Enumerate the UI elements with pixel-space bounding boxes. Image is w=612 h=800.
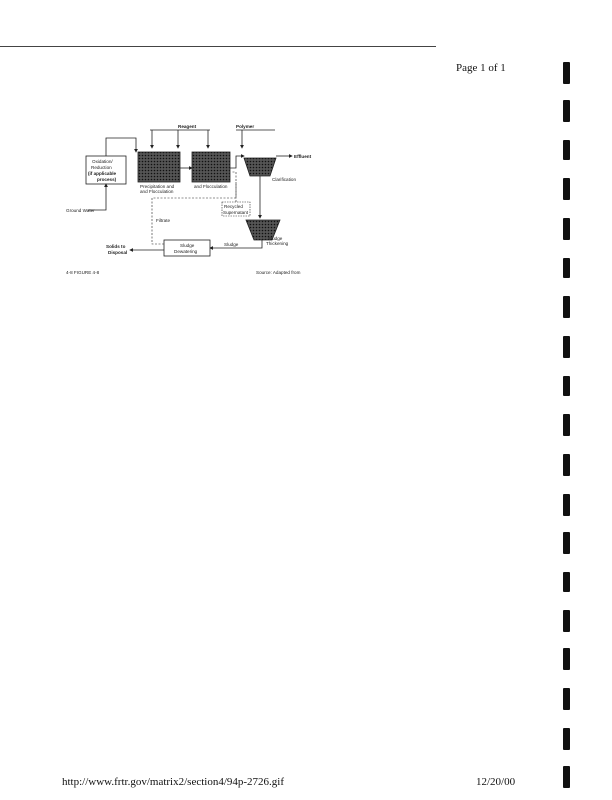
edge-mark (563, 766, 570, 788)
solids-disposal-label: Solids to (106, 244, 126, 249)
flocculation-tank (191, 151, 231, 183)
oxidation-out-line (105, 137, 138, 156)
scanner-edge-marks (560, 0, 580, 800)
edge-mark (563, 62, 570, 84)
sludge-thickener (245, 219, 281, 241)
edge-mark (563, 532, 570, 554)
edge-mark (563, 454, 570, 476)
edge-mark (563, 178, 570, 200)
filtrate-label: Filtrate (156, 218, 170, 223)
recycled-label-2: Supernatant (223, 210, 249, 215)
thickener-to-dewatering (209, 240, 263, 250)
clarifier-vessel (243, 157, 277, 177)
edge-mark (563, 258, 570, 278)
footer-url: http://www.frtr.gov/matrix2/section4/94p… (62, 776, 285, 788)
edge-mark (563, 336, 570, 358)
footer-date: 12/20/00 (476, 776, 516, 788)
figure-caption-right: Source: Adapted from (256, 270, 301, 275)
flocculation-tank-label: and Flocculation (194, 184, 228, 189)
process-flow-svg: Reagent Polymer Oxidation/ Reduction (if… (66, 124, 312, 275)
recycled-label: Recycled (224, 204, 243, 209)
reagent-label: Reagent (178, 124, 197, 129)
if-applicable-label-2: process) (97, 177, 117, 182)
dewatering-label: Sludge (180, 243, 195, 248)
recycle-dashed-line (232, 171, 237, 202)
if-applicable-label: (if applicable (88, 171, 117, 176)
edge-mark (563, 610, 570, 632)
clarification-label: Clarification (272, 177, 296, 182)
sludge-label: Sludge (268, 236, 283, 241)
polymer-label: Polymer (236, 124, 254, 129)
sludge-flow-label: Sludge (224, 242, 239, 247)
edge-mark (563, 296, 570, 318)
page-number: Page 1 of 1 (456, 62, 506, 74)
reduction-label: Reduction (91, 165, 112, 170)
figure-caption-left: 4-8 FIGURE 4-8 (66, 270, 100, 275)
tank-link-2 (230, 154, 245, 169)
precipitation-tank (137, 151, 181, 183)
edge-mark (563, 376, 570, 396)
edge-mark (563, 100, 570, 122)
edge-mark (563, 218, 570, 240)
edge-mark (563, 140, 570, 160)
process-flow-diagram: Reagent Polymer Oxidation/ Reduction (if… (60, 118, 320, 283)
effluent-label: Effluent (294, 154, 312, 159)
filtrate-dashed-line (151, 182, 237, 245)
dewatering-label-2: Dewatering (174, 249, 198, 254)
ground-water-line (88, 183, 108, 211)
oxidation-label: Oxidation/ (92, 159, 113, 164)
header-rule (0, 46, 436, 47)
sludge-dewatering-box (163, 239, 211, 257)
edge-mark (563, 414, 570, 436)
edge-mark (563, 648, 570, 670)
ground-water-label: Ground Water (66, 208, 95, 213)
edge-mark (563, 688, 570, 710)
thickening-label: Thickening (266, 241, 289, 246)
edge-mark (563, 572, 570, 592)
edge-mark (563, 728, 570, 750)
precipitation-label: Precipitation and (140, 184, 175, 189)
edge-mark (563, 494, 570, 516)
flocculation-label: and Flocculation (140, 189, 174, 194)
solids-disposal-label-2: Disposal (108, 250, 127, 255)
